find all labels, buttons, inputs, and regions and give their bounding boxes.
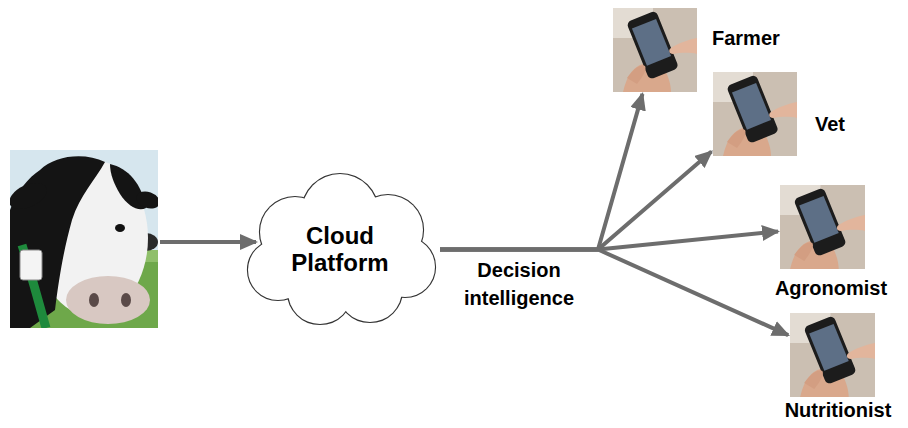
phone-screen bbox=[632, 19, 671, 66]
cow-ear bbox=[10, 178, 51, 215]
role-label: Vet bbox=[815, 113, 845, 135]
cow-nostril bbox=[89, 293, 99, 307]
flow-arrow bbox=[440, 231, 778, 249]
phone-screen bbox=[799, 196, 839, 243]
cloud-node: Cloud Platform bbox=[240, 172, 440, 327]
flow-arrow bbox=[440, 250, 788, 336]
phone-photo bbox=[790, 313, 875, 397]
photo-background bbox=[713, 72, 797, 156]
phone-photo bbox=[613, 8, 697, 92]
role-label: Farmer bbox=[712, 27, 780, 49]
finger bbox=[847, 343, 875, 359]
phone-photo bbox=[780, 185, 865, 269]
cloud-outline bbox=[248, 174, 435, 324]
flow-arrow bbox=[440, 94, 642, 250]
phone bbox=[793, 187, 847, 256]
cloud-lobe bbox=[270, 209, 410, 299]
sky bbox=[10, 150, 158, 328]
phone bbox=[803, 315, 857, 384]
cloud-outline bbox=[248, 174, 435, 324]
thumb bbox=[727, 130, 746, 148]
cow-patch bbox=[10, 156, 105, 328]
cow-ear bbox=[134, 188, 158, 211]
node-label: Cloud Platform bbox=[280, 223, 400, 276]
phone-node: Farmer bbox=[613, 8, 697, 92]
phone bbox=[626, 10, 679, 79]
finger bbox=[837, 215, 865, 231]
edge-label: Decision intelligence bbox=[444, 256, 594, 312]
phone-node: Agronomist bbox=[780, 185, 865, 269]
finger bbox=[769, 102, 797, 118]
cow-nostril bbox=[121, 293, 131, 307]
thumb bbox=[627, 66, 646, 84]
finger bbox=[669, 38, 697, 54]
role-label: Agronomist bbox=[775, 277, 887, 299]
phone-screen bbox=[809, 324, 849, 371]
phone-body bbox=[803, 315, 857, 384]
photo-background bbox=[790, 313, 875, 397]
thumb bbox=[804, 371, 823, 389]
cow-photo bbox=[10, 150, 158, 328]
phone-screen bbox=[732, 83, 771, 130]
phone-photo bbox=[713, 72, 797, 156]
phone bbox=[726, 74, 779, 143]
phone-node: Nutritionist bbox=[790, 313, 875, 397]
cow-eye bbox=[115, 224, 125, 232]
photo-background bbox=[780, 185, 865, 269]
cloud-lobe bbox=[270, 209, 410, 299]
phone-body bbox=[793, 187, 847, 256]
collar-sensor bbox=[20, 250, 42, 280]
photo-background bbox=[613, 8, 697, 92]
phone-body bbox=[626, 10, 679, 79]
flow-arrow bbox=[440, 152, 711, 250]
input-arrow-line bbox=[160, 240, 256, 244]
role-label: Nutritionist bbox=[785, 399, 892, 421]
thumb bbox=[794, 243, 813, 261]
phone-node: Vet bbox=[713, 72, 797, 156]
phone-body bbox=[726, 74, 779, 143]
cow-muzzle bbox=[66, 276, 150, 324]
